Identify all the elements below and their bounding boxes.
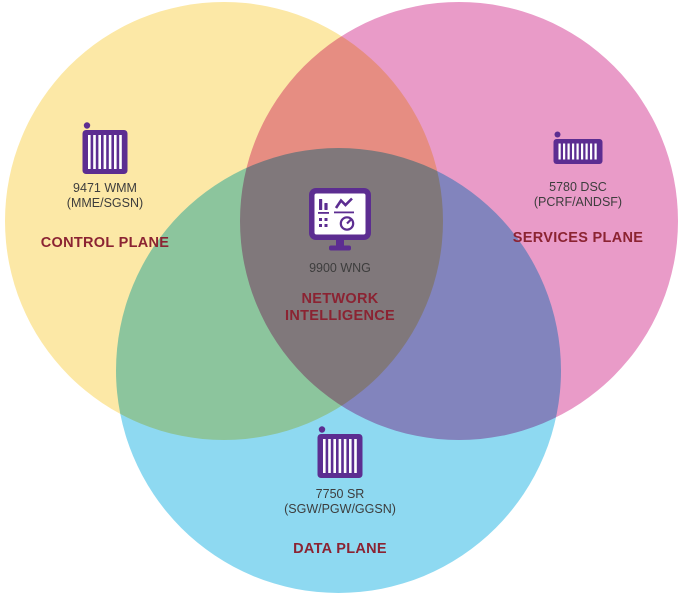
plane-label-services: SERVICES PLANE (512, 229, 644, 246)
network-intelligence-label-line2: INTELLIGENCE (285, 308, 395, 325)
network-intelligence-group: 9900 WNG NETWORK INTELLIGENCE (260, 187, 420, 326)
network-intelligence-monitor-icon (308, 187, 372, 253)
control-plane-group: 9471 WMM (MME/SGSN) CONTROL PLANE (25, 121, 185, 252)
device-detail: (MME/SGSN) (66, 195, 144, 210)
plane-label-data: DATA PLANE (293, 540, 387, 557)
router-vertical-icon (82, 121, 128, 175)
router-horizontal-icon (553, 131, 603, 165)
network-intelligence-label-line1: NETWORK (301, 290, 379, 307)
device-name: 9900 WNG (309, 261, 371, 275)
device-detail: (SGW/PGW/GGSN) (284, 501, 396, 516)
device-detail: (PCRF/ANDSF) (533, 194, 623, 209)
services-plane-group: 5780 DSC (PCRF/ANDSF) SERVICES PLANE (498, 131, 658, 247)
device-name: 5780 DSC (549, 180, 607, 194)
router-vertical-icon (317, 425, 363, 479)
device-name: 7750 SR (315, 487, 365, 501)
plane-label-control: CONTROL PLANE (40, 234, 170, 251)
device-name: 9471 WMM (73, 181, 137, 195)
data-plane-group: 7750 SR (SGW/PGW/GGSN) DATA PLANE (255, 425, 425, 558)
